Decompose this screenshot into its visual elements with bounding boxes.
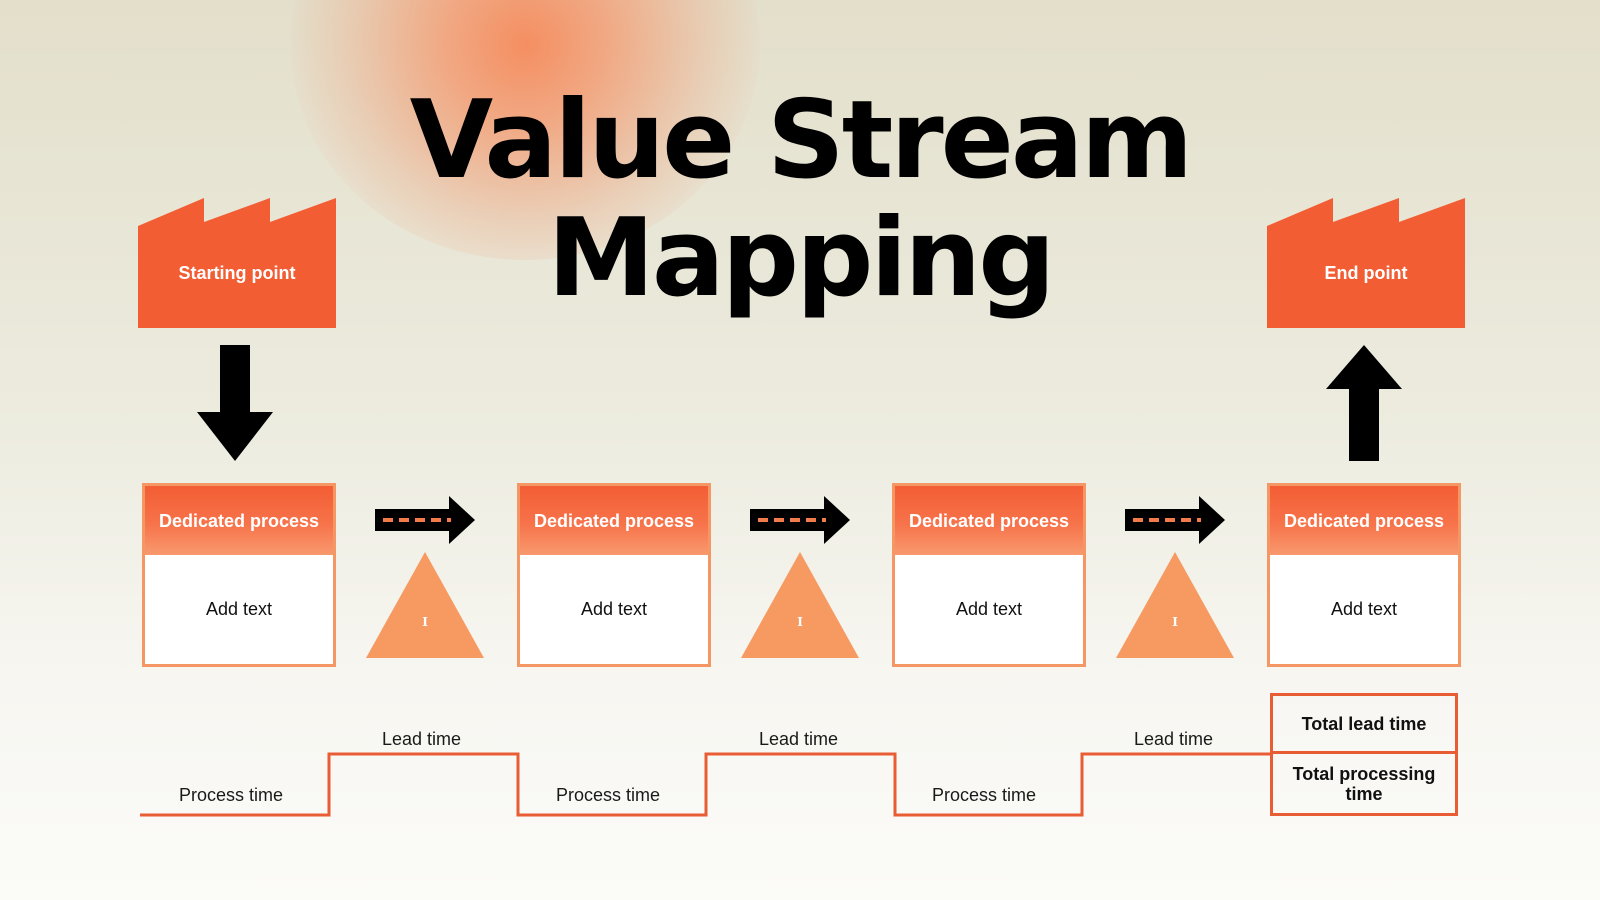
starting-point-factory: Starting point [138,198,336,328]
push-arrow-1 [375,496,475,544]
process-text-2: Add text [580,599,648,619]
inventory-label-2: I [797,615,803,629]
process-box-1: Dedicated process Add text [142,483,336,667]
starting-point-label: Starting point [178,263,296,283]
process-box-3: Dedicated process Add text [892,483,1086,667]
push-arrow-icon [375,496,475,544]
push-arrow-2 [750,496,850,544]
total-lead-time: Total lead time [1273,696,1455,754]
process-time-label-1: Process time [179,785,284,805]
totals-box: Total lead time Total processing time [1270,693,1458,816]
process-box-4: Dedicated process Add text [1267,483,1461,667]
end-point-factory: End point [1267,198,1465,328]
inventory-triangle-icon [1116,552,1234,658]
lead-time-label-3: Lead time [1134,729,1214,749]
page-title: Value Stream Mapping [330,82,1270,318]
factory-icon [138,198,336,328]
process-time-label-3: Process time [932,785,1037,805]
process-text-1: Add text [205,599,273,619]
process-text-3: Add text [955,599,1023,619]
inventory-2: I [741,552,859,658]
inventory-1: I [366,552,484,658]
inventory-triangle-icon [366,552,484,658]
factory-icon [1267,198,1465,328]
title-line-2: Mapping [547,196,1055,321]
lead-time-label-1: Lead time [382,729,462,749]
title-line-1: Value Stream [409,78,1194,203]
process-time-label-2: Process time [556,785,661,805]
process-box-2: Dedicated process Add text [517,483,711,667]
inventory-3: I [1116,552,1234,658]
push-arrow-icon [750,496,850,544]
end-point-label: End point [1324,263,1408,283]
lead-time-label-2: Lead time [759,729,839,749]
up-arrow [1326,345,1402,461]
down-arrow [197,345,273,461]
process-text-4: Add text [1330,599,1398,619]
push-arrow-3 [1125,496,1225,544]
up-arrow-icon [1326,345,1402,461]
down-arrow-icon [197,345,273,461]
push-arrow-icon [1125,496,1225,544]
process-title-4: Dedicated process [1270,486,1458,555]
process-title-1: Dedicated process [145,486,333,555]
inventory-triangle-icon [741,552,859,658]
inventory-label-3: I [1172,615,1178,629]
process-title-2: Dedicated process [520,486,708,555]
process-title-3: Dedicated process [895,486,1083,555]
total-processing-time: Total processing time [1292,763,1436,804]
inventory-label-1: I [422,615,428,629]
